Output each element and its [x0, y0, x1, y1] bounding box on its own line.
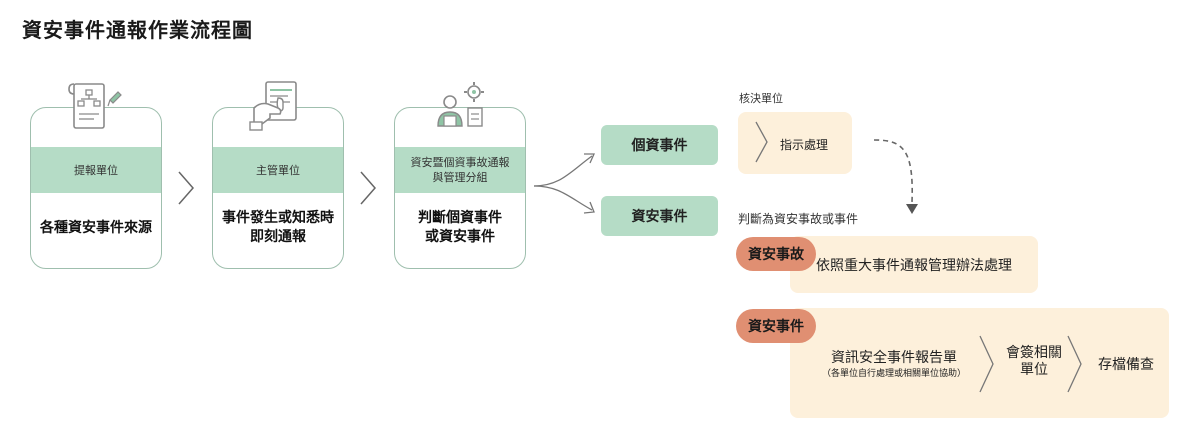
chevron-right-icon	[755, 121, 768, 163]
event-tag: 資安事件	[736, 309, 816, 343]
judge-label: 判斷為資安事故或事件	[738, 212, 859, 226]
hand-phone-document-icon	[249, 81, 297, 131]
countersign-line2: 單位	[1020, 362, 1048, 378]
step-main-label: 判斷個資事件或資安事件	[418, 210, 502, 245]
chevron-right-icon	[360, 171, 376, 205]
countersign-label: 會簽相關 單位	[996, 345, 1072, 379]
step-band-label: 資安暨個資事故通報與管理分組	[395, 147, 525, 193]
step-card-management-group: 資安暨個資事故通報與管理分組 判斷個資事件或資安事件	[394, 107, 526, 269]
scroll-flowchart-icon	[68, 83, 122, 129]
countersign-line1: 會簽相關	[1006, 345, 1062, 361]
report-form-note: （各單位自行處理或相關單位協助）	[821, 369, 966, 379]
step-main-label: 事件發生或知悉時即刻通報	[222, 210, 334, 245]
security-event-box: 資安事件	[601, 196, 718, 236]
chevron-right-icon	[979, 335, 994, 393]
incident-box	[790, 236, 1038, 293]
person-gear-icon	[437, 82, 484, 127]
personal-data-event-box: 個資事件	[601, 125, 718, 165]
step-card-supervisor-unit: 主管單位 事件發生或知悉時即刻通報	[212, 107, 344, 269]
dashed-arrow	[873, 139, 918, 214]
incident-handling-label: 依照重大事件通報管理辦法處理	[816, 258, 1012, 274]
chevron-right-icon	[1067, 335, 1082, 393]
chevron-right-icon	[178, 171, 194, 205]
archive-label: 存檔備查	[1098, 357, 1154, 373]
approval-unit-label: 核決單位	[739, 92, 783, 105]
step-band-label: 提報單位	[31, 147, 161, 193]
instruction-label: 指示處理	[780, 138, 829, 152]
report-form-label: 資訊安全事件報告單	[831, 350, 957, 366]
split-arrows	[533, 153, 596, 214]
page-title: 資安事件通報作業流程圖	[22, 18, 253, 42]
incident-tag: 資安事故	[736, 237, 816, 271]
step-band-label: 主管單位	[213, 147, 343, 193]
step-card-reporting-unit: 提報單位 各種資安事件來源	[30, 107, 162, 269]
step-main-label: 各種資安事件來源	[40, 219, 152, 236]
instruction-box	[738, 112, 852, 174]
event-process-box	[790, 308, 1169, 418]
